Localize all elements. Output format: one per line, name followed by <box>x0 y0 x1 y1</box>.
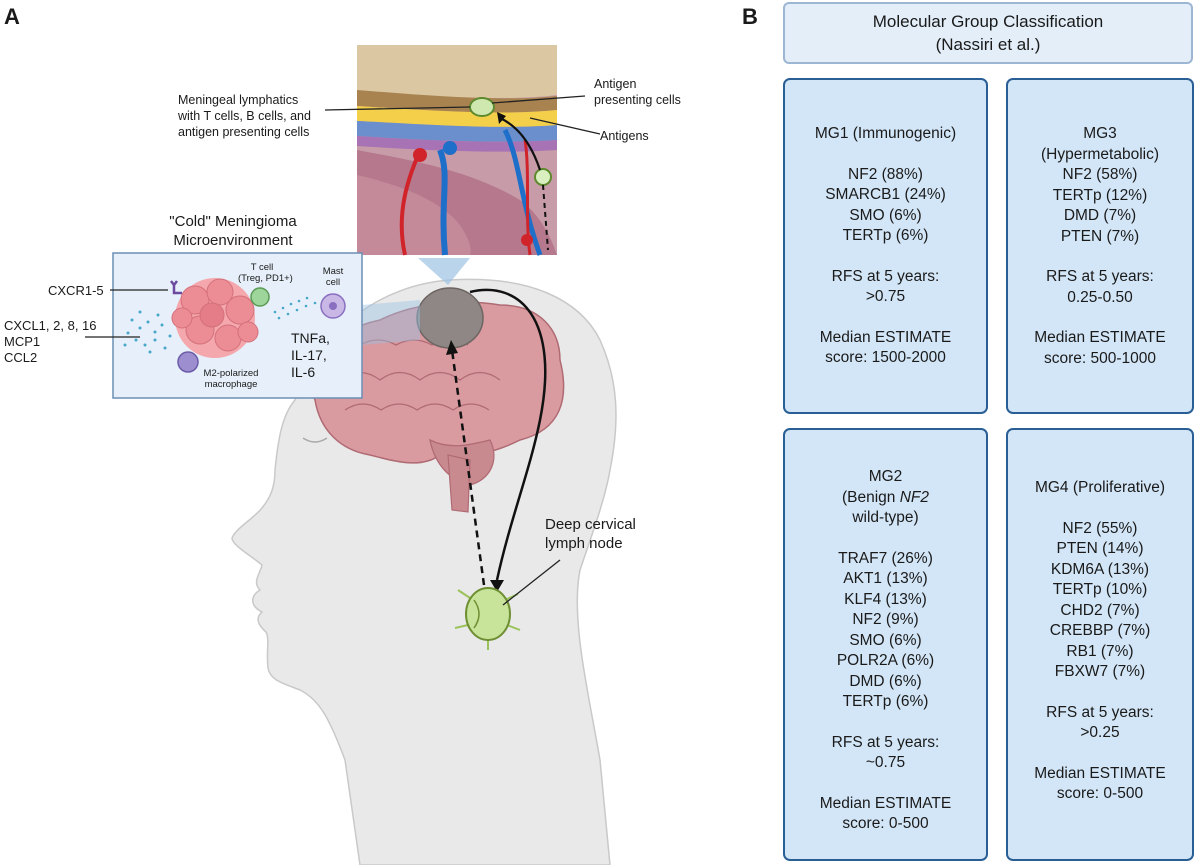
mutation-item: NF2 (9%) <box>852 611 919 628</box>
brain-icon <box>310 301 565 513</box>
group-subtitle: (Benign NF2 <box>842 488 929 509</box>
mutation-item: SMARCB1 (24%) <box>825 186 946 203</box>
rfs-value: >0.25 <box>1080 724 1120 741</box>
apc-pointer <box>491 95 586 104</box>
rfs-value: >0.75 <box>865 288 906 305</box>
lymphatics-pointer <box>324 106 471 111</box>
group-box-mg2: MG2 (Benign NF2 wild-type) TRAF7 (26%) A… <box>783 428 988 861</box>
cxcr-label: CXCR1-5 <box>48 283 104 298</box>
mutation-item: KDM6A (13%) <box>1050 560 1150 578</box>
projection-cone-left <box>362 300 420 345</box>
lymph-node-label: Deep cervical lymph node <box>545 516 636 552</box>
rfs-label: RFS at 5 years: <box>831 267 940 285</box>
mutation-item: POLR2A (6%) <box>836 652 935 669</box>
estimate-label: Median ESTIMATE <box>819 328 952 346</box>
microenvironment-title: "Cold" Meningioma Microenvironment <box>169 213 297 249</box>
mutation-item: TERTp (12%) <box>1052 186 1148 204</box>
antigens-pointer <box>529 117 601 135</box>
classification-title: Molecular Group Classification <box>872 12 1104 31</box>
antigens-label: Antigens <box>600 129 649 143</box>
mutation-item: TERTp (6%) <box>842 693 929 710</box>
cytokine-dots <box>273 296 317 320</box>
antigen-presenting-cells-label: Antigen presenting cells <box>594 77 681 107</box>
group-box-mg3: MG3 (Hypermetabolic) NF2 (58%) TERTp (12… <box>1006 78 1194 414</box>
group-subtitle-2: wild-type) <box>852 509 919 526</box>
macrophage-label: M2-polarized macrophage <box>203 368 259 390</box>
tumor-cell-cluster <box>171 278 259 358</box>
macrophage-icon <box>177 351 199 373</box>
group-box-mg1: MG1 (Immunogenic) NF2 (88%) SMARCB1 (24%… <box>783 78 988 414</box>
group-subtitle: (Hypermetabolic) <box>1040 145 1159 163</box>
estimate-value: score: 1500-2000 <box>825 349 946 366</box>
mutation-item: SMO (6%) <box>849 631 922 649</box>
t-cell-label: T cell (Treg, PD1+) <box>238 262 293 284</box>
estimate-label: Median ESTIMATE <box>1034 764 1166 782</box>
panel-a-illustration <box>85 45 617 865</box>
mutation-item: CREBBP (7%) <box>1049 622 1151 639</box>
lymph-node-pointer <box>502 559 561 606</box>
chemokines-label: CXCL1, 2, 8, 16 MCP1 CCL2 <box>4 318 97 365</box>
mutation-item: DMD (6%) <box>849 672 922 690</box>
rfs-value: 0.25-0.50 <box>1067 288 1133 306</box>
mutation-item: PTEN (14%) <box>1056 540 1144 557</box>
rfs-value: ~0.75 <box>865 754 906 771</box>
t-cell-icon <box>250 287 270 307</box>
mutation-item: NF2 (58%) <box>1062 166 1138 183</box>
mutation-item: RB1 (7%) <box>1066 642 1134 660</box>
mutation-item: CHD2 (7%) <box>1060 601 1140 619</box>
mutation-item: FBXW7 (7%) <box>1054 663 1146 680</box>
group-title: MG2 <box>868 468 903 485</box>
group-box-mg4: MG4 (Proliferative) NF2 (55%) PTEN (14%)… <box>1006 428 1194 861</box>
gene-name-italic: NF2 <box>899 488 930 506</box>
projection-cone <box>418 258 470 285</box>
mutation-item: TRAF7 (26%) <box>838 549 933 567</box>
classification-citation: (Nassiri et al.) <box>935 35 1041 54</box>
mutation-item: PTEN (7%) <box>1060 227 1140 245</box>
mutation-item: DMD (7%) <box>1063 207 1137 224</box>
group-subtitle-text: (Benign <box>841 488 900 506</box>
group-title: MG1 (Immunogenic) <box>814 125 957 142</box>
meningioma-tumor <box>416 287 484 349</box>
rfs-label: RFS at 5 years: <box>1046 268 1154 285</box>
rfs-label: RFS at 5 years: <box>1046 703 1154 721</box>
mutation-item: TERTp (6%) <box>842 227 929 244</box>
panel-label-b: B <box>742 4 758 29</box>
estimate-value: score: 500-1000 <box>1043 349 1157 367</box>
meninges-cross-section <box>357 45 557 256</box>
cytokines-label: TNFa, IL-17, IL-6 <box>291 330 330 380</box>
chemokine-dots <box>123 310 172 354</box>
estimate-label: Median ESTIMATE <box>819 794 952 812</box>
meningeal-lymphatics-label: Meningeal lymphatics with T cells, B cel… <box>178 93 311 139</box>
microenvironment-inset <box>112 252 363 399</box>
mutation-item: NF2 (88%) <box>848 165 923 183</box>
mutation-item: TERTp (10%) <box>1052 581 1148 598</box>
mutation-item: NF2 (55%) <box>1062 519 1138 537</box>
estimate-value: score: 0-500 <box>1056 785 1144 802</box>
lymphatic-drainage-arrow <box>469 288 547 581</box>
panel-label-a: A <box>4 4 20 29</box>
group-title: MG4 (Proliferative) <box>1034 479 1166 496</box>
eye-icon <box>302 437 328 443</box>
mutation-item: AKT1 (13%) <box>843 570 928 587</box>
rfs-label: RFS at 5 years: <box>831 733 940 751</box>
estimate-label: Median ESTIMATE <box>1034 329 1166 346</box>
mast-cell-label: Mast cell <box>322 266 344 288</box>
mutation-item: SMO (6%) <box>849 206 922 224</box>
immune-return-arrow <box>450 349 486 586</box>
group-title: MG3 <box>1083 125 1117 142</box>
classification-title-box: Molecular Group Classification (Nassiri … <box>783 2 1193 64</box>
receptor-icon <box>170 280 182 295</box>
mutation-item: KLF4 (13%) <box>844 590 927 608</box>
estimate-value: score: 0-500 <box>842 815 929 832</box>
